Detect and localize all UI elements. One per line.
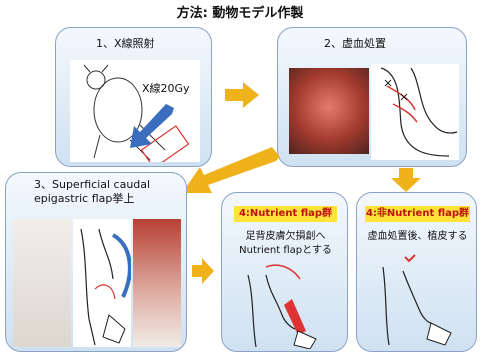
blue-arrow-icon bbox=[126, 104, 176, 150]
arrow-right-icon bbox=[225, 82, 259, 108]
page-title: 方法: 動物モデル作製 bbox=[0, 2, 480, 21]
arrow-down-icon bbox=[391, 168, 421, 192]
panel-ischemia-title: 2、虚血処置 bbox=[324, 37, 386, 50]
ischemia-sketch bbox=[371, 64, 459, 160]
panel-non-nutrient-flap: 4:非Nutrient flap群 虚血処置後、植皮する bbox=[356, 192, 477, 352]
non-nutrient-flap-text: 虚血処置後、植皮する bbox=[357, 230, 478, 244]
surgery-photo bbox=[289, 68, 369, 154]
nutrient-flap-sketch bbox=[236, 259, 336, 349]
non-nutrient-flap-sketch bbox=[369, 251, 469, 349]
panel-nutrient-flap: 4:Nutrient flap群 足背皮膚欠損創へ Nutrient flapと… bbox=[221, 192, 348, 352]
nutrient-flap-text-line2: Nutrient flapとする bbox=[222, 244, 349, 258]
panel-ischemia: 2、虚血処置 bbox=[277, 27, 467, 167]
dose-label: X線20Gy bbox=[142, 80, 190, 96]
panel-xray-title: 1、X線照射 bbox=[96, 37, 155, 50]
nutrient-flap-badge: 4:Nutrient flap群 bbox=[234, 206, 337, 222]
arrow-diagonal-icon bbox=[182, 147, 280, 197]
flap-photo-left bbox=[13, 219, 71, 347]
panel-flap-title-line2: epigastric flap挙上 bbox=[34, 192, 134, 205]
panel-flap-title-line1: 3、Superficial caudal bbox=[34, 178, 150, 191]
panel-xray: 1、X線照射 X線20Gy bbox=[55, 27, 212, 167]
flap-sketch bbox=[73, 219, 131, 347]
non-nutrient-flap-badge: 4:非Nutrient flap群 bbox=[365, 206, 470, 222]
flap-photo-right bbox=[133, 219, 181, 347]
panel-flap: 3、Superficial caudal epigastric flap挙上 bbox=[5, 172, 187, 352]
arrow-right-icon-2 bbox=[192, 258, 214, 284]
nutrient-flap-text-line1: 足背皮膚欠損創へ bbox=[222, 230, 349, 244]
